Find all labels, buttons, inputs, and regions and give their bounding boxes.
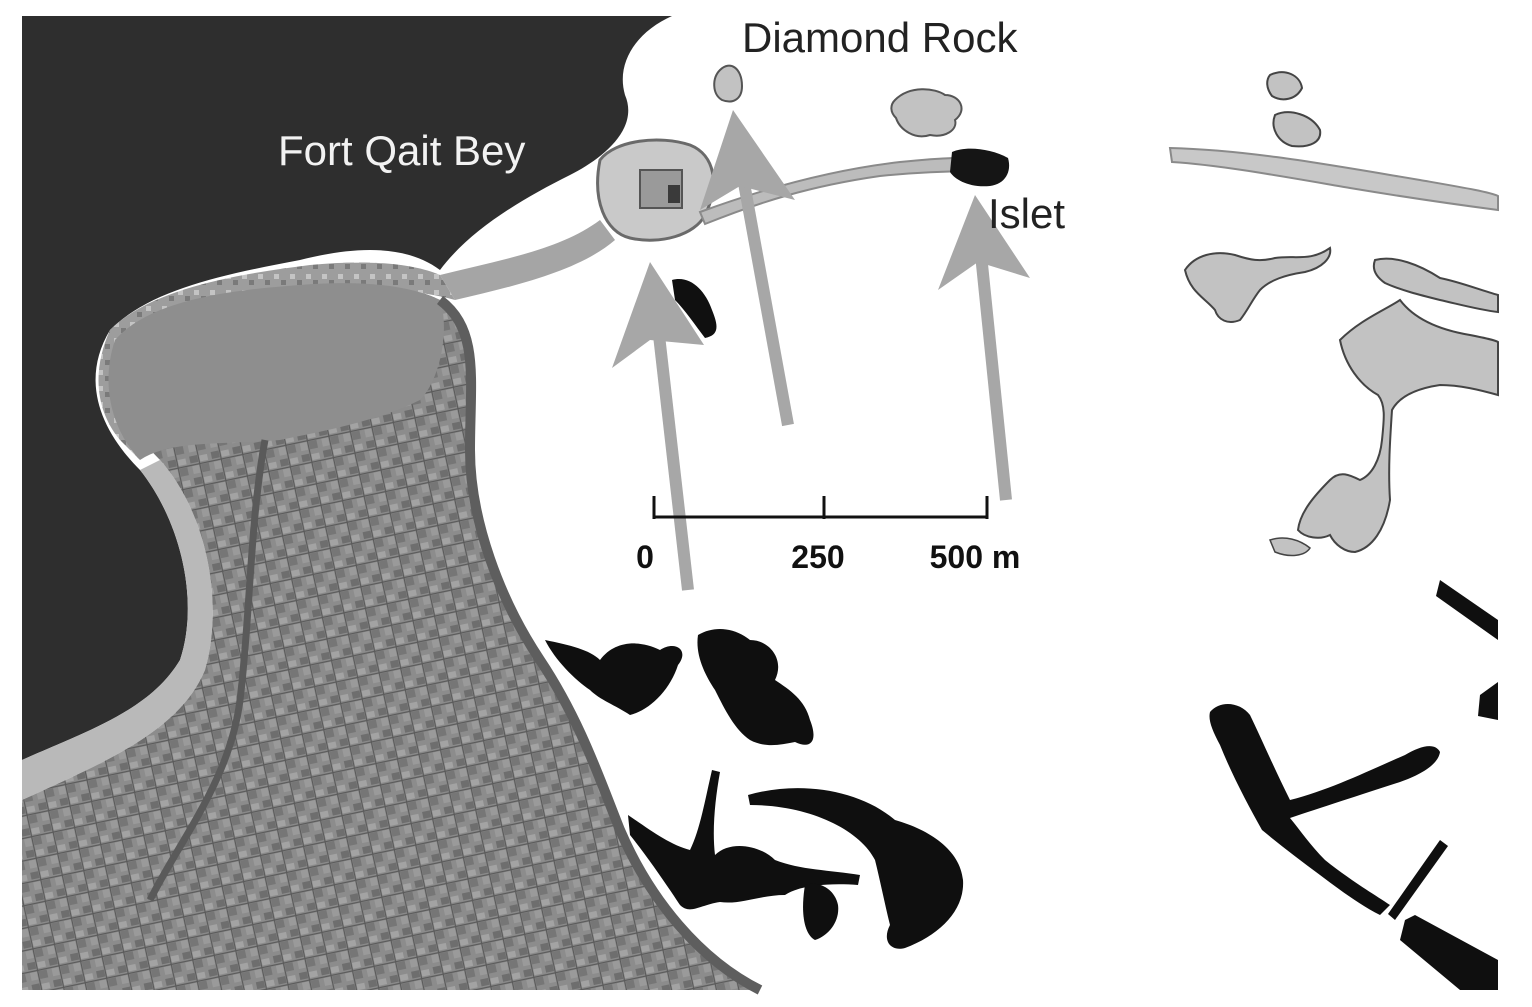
ref-island-grey-4	[1268, 537, 1311, 557]
inner-road	[146, 439, 269, 902]
scale-label-0: 0	[636, 539, 654, 575]
scale-label-250: 250	[791, 539, 844, 575]
ref-island-grey-3	[1296, 298, 1499, 554]
diamond-rock-shape	[713, 64, 744, 103]
islet-shape	[950, 148, 1010, 187]
scale-bar: 0 250 500 m	[636, 496, 1020, 575]
city-area	[22, 282, 760, 990]
ref-black-3	[1209, 704, 1440, 915]
beach-strip	[22, 460, 213, 800]
scale-label-500: 500 m	[930, 539, 1021, 575]
corniche-road	[436, 296, 763, 995]
ref-breakwater	[1168, 146, 1499, 212]
submerged-black-4	[748, 788, 964, 949]
ref-black-4	[1388, 840, 1448, 920]
fort-causeway	[440, 220, 615, 300]
sea-water	[22, 16, 672, 760]
ref-rock-1	[1266, 71, 1304, 101]
submerged-black-2	[697, 628, 814, 746]
arrow-2	[700, 110, 795, 427]
arrow-3	[938, 195, 1030, 501]
label-fort-qait-bey: Fort Qait Bey	[278, 127, 525, 174]
headland-body	[108, 283, 444, 460]
ref-island-grey-1	[1183, 246, 1332, 323]
arrow-1	[612, 262, 704, 591]
ref-island-grey-2	[1372, 257, 1499, 314]
submerged-black-3	[628, 770, 860, 910]
ref-black-1	[1436, 580, 1498, 640]
label-islet: Islet	[988, 190, 1065, 237]
ref-rock-2	[1272, 111, 1322, 148]
label-diamond-rock: Diamond Rock	[742, 14, 1018, 61]
ref-black-2	[1478, 682, 1498, 720]
fort-tower	[668, 185, 680, 203]
submerged-structure-fort	[672, 279, 717, 338]
ref-black-5	[1400, 915, 1498, 990]
submerged-black-1	[545, 640, 683, 715]
submerged-black-5	[803, 883, 839, 940]
rock-cluster	[890, 88, 963, 138]
